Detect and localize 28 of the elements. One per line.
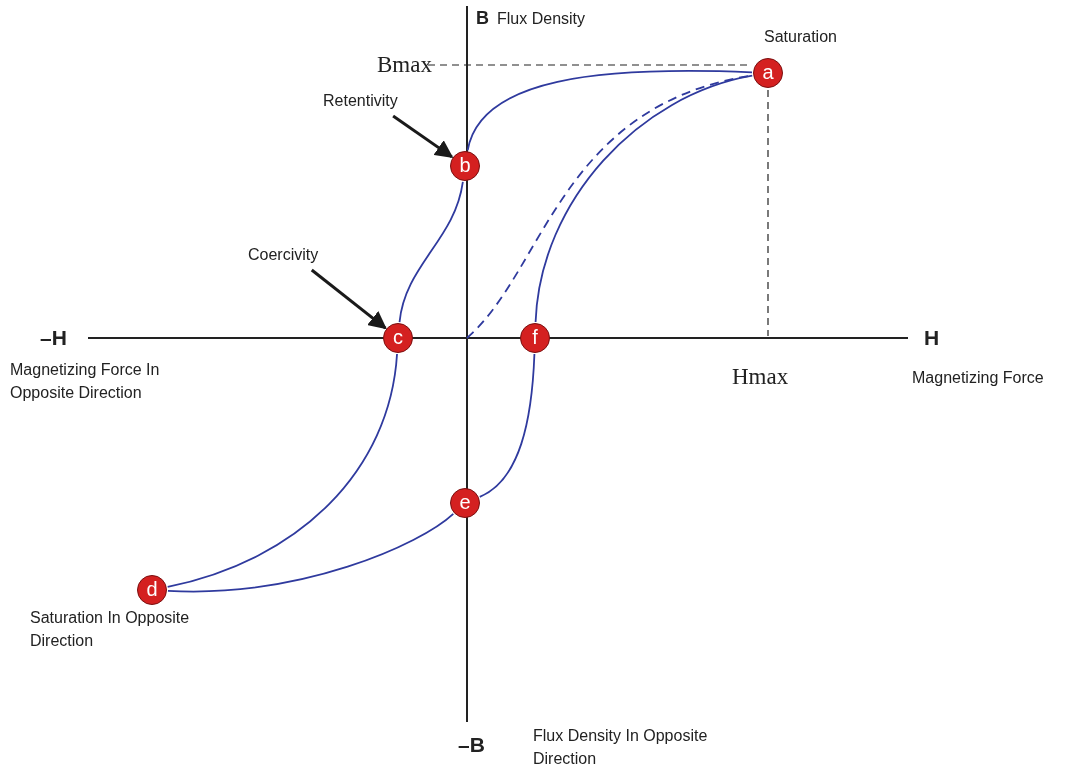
arrow bbox=[392, 114, 454, 159]
hysteresis-curve bbox=[166, 353, 398, 588]
axis-label: Flux Density In Opposite Direction bbox=[533, 726, 709, 765]
axis-label: Bmax bbox=[377, 52, 432, 78]
point-marker: a bbox=[753, 58, 783, 88]
axis-label: Hmax bbox=[732, 364, 789, 390]
point-marker: c bbox=[383, 323, 413, 353]
callout-label: Retentivity bbox=[323, 92, 423, 110]
axis-label: H bbox=[924, 326, 940, 350]
hysteresis-curve bbox=[167, 513, 455, 593]
point-marker: e bbox=[450, 488, 480, 518]
hysteresis-curve bbox=[466, 70, 753, 152]
callout-label: Coercivity bbox=[248, 246, 340, 264]
axis-label: –B bbox=[458, 733, 485, 757]
axis-label: –H bbox=[40, 326, 67, 350]
point-caption: Saturation bbox=[764, 28, 837, 46]
point-marker: f bbox=[520, 323, 550, 353]
axis-label: Flux Density bbox=[497, 10, 586, 28]
hysteresis-curve bbox=[398, 180, 464, 323]
axis-label: Magnetizing Force bbox=[912, 369, 1044, 387]
axis-label: B bbox=[476, 8, 489, 29]
point-marker: d bbox=[137, 575, 167, 605]
hysteresis-curve bbox=[534, 74, 754, 323]
arrow bbox=[310, 268, 387, 330]
hysteresis-curve bbox=[478, 353, 536, 498]
point-marker: b bbox=[450, 151, 480, 181]
axis-label: Magnetizing Force In Opposite Direction bbox=[10, 360, 161, 403]
point-caption: Saturation In Opposite Direction bbox=[30, 608, 191, 651]
